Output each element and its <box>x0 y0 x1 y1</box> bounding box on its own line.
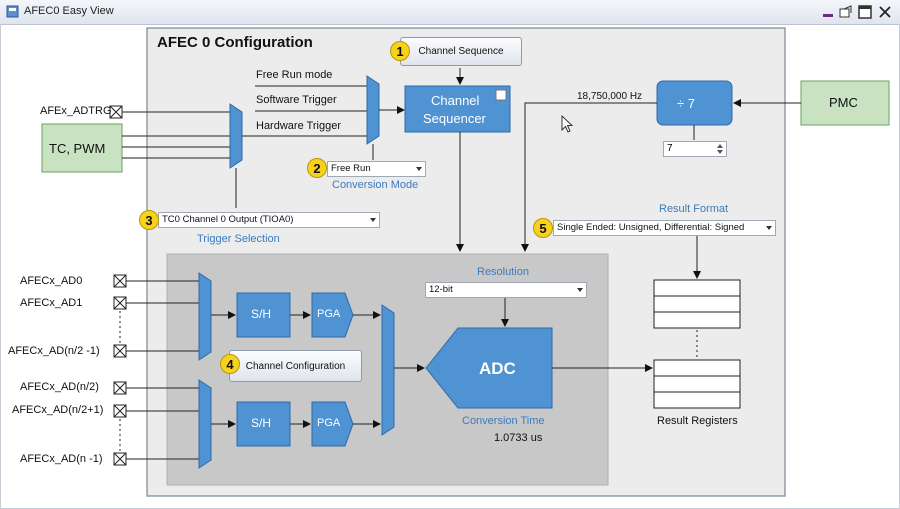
analog-input-label: AFECx_AD(n/2 -1) <box>8 345 100 357</box>
mouse-cursor-icon <box>561 115 574 133</box>
free-run-mode-label: Free Run mode <box>256 69 333 81</box>
restore-icon[interactable] <box>838 5 854 19</box>
result-register <box>653 359 741 377</box>
pga-block <box>311 401 354 447</box>
channel-sequence-button[interactable]: Channel Sequence <box>400 37 522 66</box>
resolution-label: Resolution <box>477 266 529 278</box>
badge-1: 1 <box>390 41 410 61</box>
result-register <box>653 375 741 393</box>
sample-hold-block <box>236 292 291 338</box>
analog-input-label: AFECx_AD(n/2+1) <box>12 404 104 416</box>
chevron-down-icon <box>370 218 376 222</box>
clock-frequency-label: 18,750,000 Hz <box>577 91 643 102</box>
input-mux-upper <box>198 272 212 361</box>
divider-value: 7 <box>667 143 673 154</box>
result-format-label: Result Format <box>659 203 729 215</box>
analog-input-label: AFECx_AD1 <box>20 297 83 309</box>
software-trigger-label: Software Trigger <box>256 94 337 106</box>
pmc-block <box>800 80 890 126</box>
sequencer-checkbox <box>495 89 507 101</box>
sample-hold-label: S/H <box>251 307 272 321</box>
badge-4: 4 <box>220 354 240 374</box>
result-format-value: Single Ended: Unsigned, Differential: Si… <box>557 222 745 233</box>
result-register <box>653 391 741 409</box>
chevron-down-icon <box>416 167 422 171</box>
app-icon <box>6 5 19 18</box>
divider-label: ÷ 7 <box>677 96 695 111</box>
conversion-time-label: Conversion Time <box>462 415 545 427</box>
result-format-select[interactable]: Single Ended: Unsigned, Differential: Si… <box>553 220 776 236</box>
mode-mux <box>366 75 380 145</box>
close-icon[interactable] <box>877 5 893 19</box>
trigger-selection-label: Trigger Selection <box>197 233 280 245</box>
channel-configuration-button[interactable]: Channel Configuration <box>229 350 362 382</box>
trigger-selection-select[interactable]: TC0 Channel 0 Output (TIOA0) <box>158 212 380 228</box>
input-mux-lower <box>198 379 212 469</box>
tc-pwm-label: TC, PWM <box>49 141 106 156</box>
conversion-mode-select[interactable]: Free Run <box>327 161 426 177</box>
trigger-mux <box>229 103 243 169</box>
resolution-value: 12-bit <box>429 284 453 295</box>
divider-value-input[interactable]: 7 <box>663 141 727 157</box>
result-register <box>653 311 741 329</box>
result-register <box>653 295 741 313</box>
channel-sequencer-line1: Channel <box>431 93 480 108</box>
minimize-icon[interactable] <box>820 5 836 19</box>
output-mux <box>381 304 395 436</box>
spinner-arrows-icon[interactable] <box>715 143 725 155</box>
pga-label: PGA <box>317 308 341 320</box>
conversion-mode-label: Conversion Mode <box>332 179 419 191</box>
chevron-down-icon <box>577 288 583 292</box>
result-register <box>653 279 741 297</box>
afex-adtrg-label: AFEx_ADTRG <box>40 105 112 117</box>
tc-pwm-block <box>41 123 123 173</box>
analog-input-label: AFECx_AD(n -1) <box>20 453 103 465</box>
maximize-icon[interactable] <box>857 5 873 19</box>
badge-5: 5 <box>533 218 553 238</box>
analog-input-label: AFECx_AD0 <box>20 275 83 287</box>
page-title: AFEC 0 Configuration <box>157 34 313 51</box>
trigger-selection-value: TC0 Channel 0 Output (TIOA0) <box>162 214 294 225</box>
channel-sequencer-block <box>404 85 511 133</box>
badge-2: 2 <box>307 158 327 178</box>
hardware-trigger-label: Hardware Trigger <box>256 120 341 132</box>
sample-hold-label: S/H <box>251 416 272 430</box>
conversion-time-value: 1.0733 us <box>494 432 543 444</box>
adc-label: ADC <box>479 359 516 378</box>
conversion-mode-value: Free Run <box>331 163 371 174</box>
chevron-down-icon <box>766 226 772 230</box>
title-bar: AFEC0 Easy View <box>0 0 900 25</box>
pga-label: PGA <box>317 417 341 429</box>
pga-block <box>311 292 354 338</box>
channel-sequencer-line2: Sequencer <box>423 111 486 126</box>
sample-hold-block <box>236 401 291 447</box>
window-title: AFEC0 Easy View <box>24 5 114 17</box>
pmc-label: PMC <box>829 95 858 110</box>
resolution-select[interactable]: 12-bit <box>425 282 587 298</box>
analog-input-label: AFECx_AD(n/2) <box>20 381 99 393</box>
result-registers-label: Result Registers <box>657 415 738 427</box>
badge-3: 3 <box>139 210 159 230</box>
